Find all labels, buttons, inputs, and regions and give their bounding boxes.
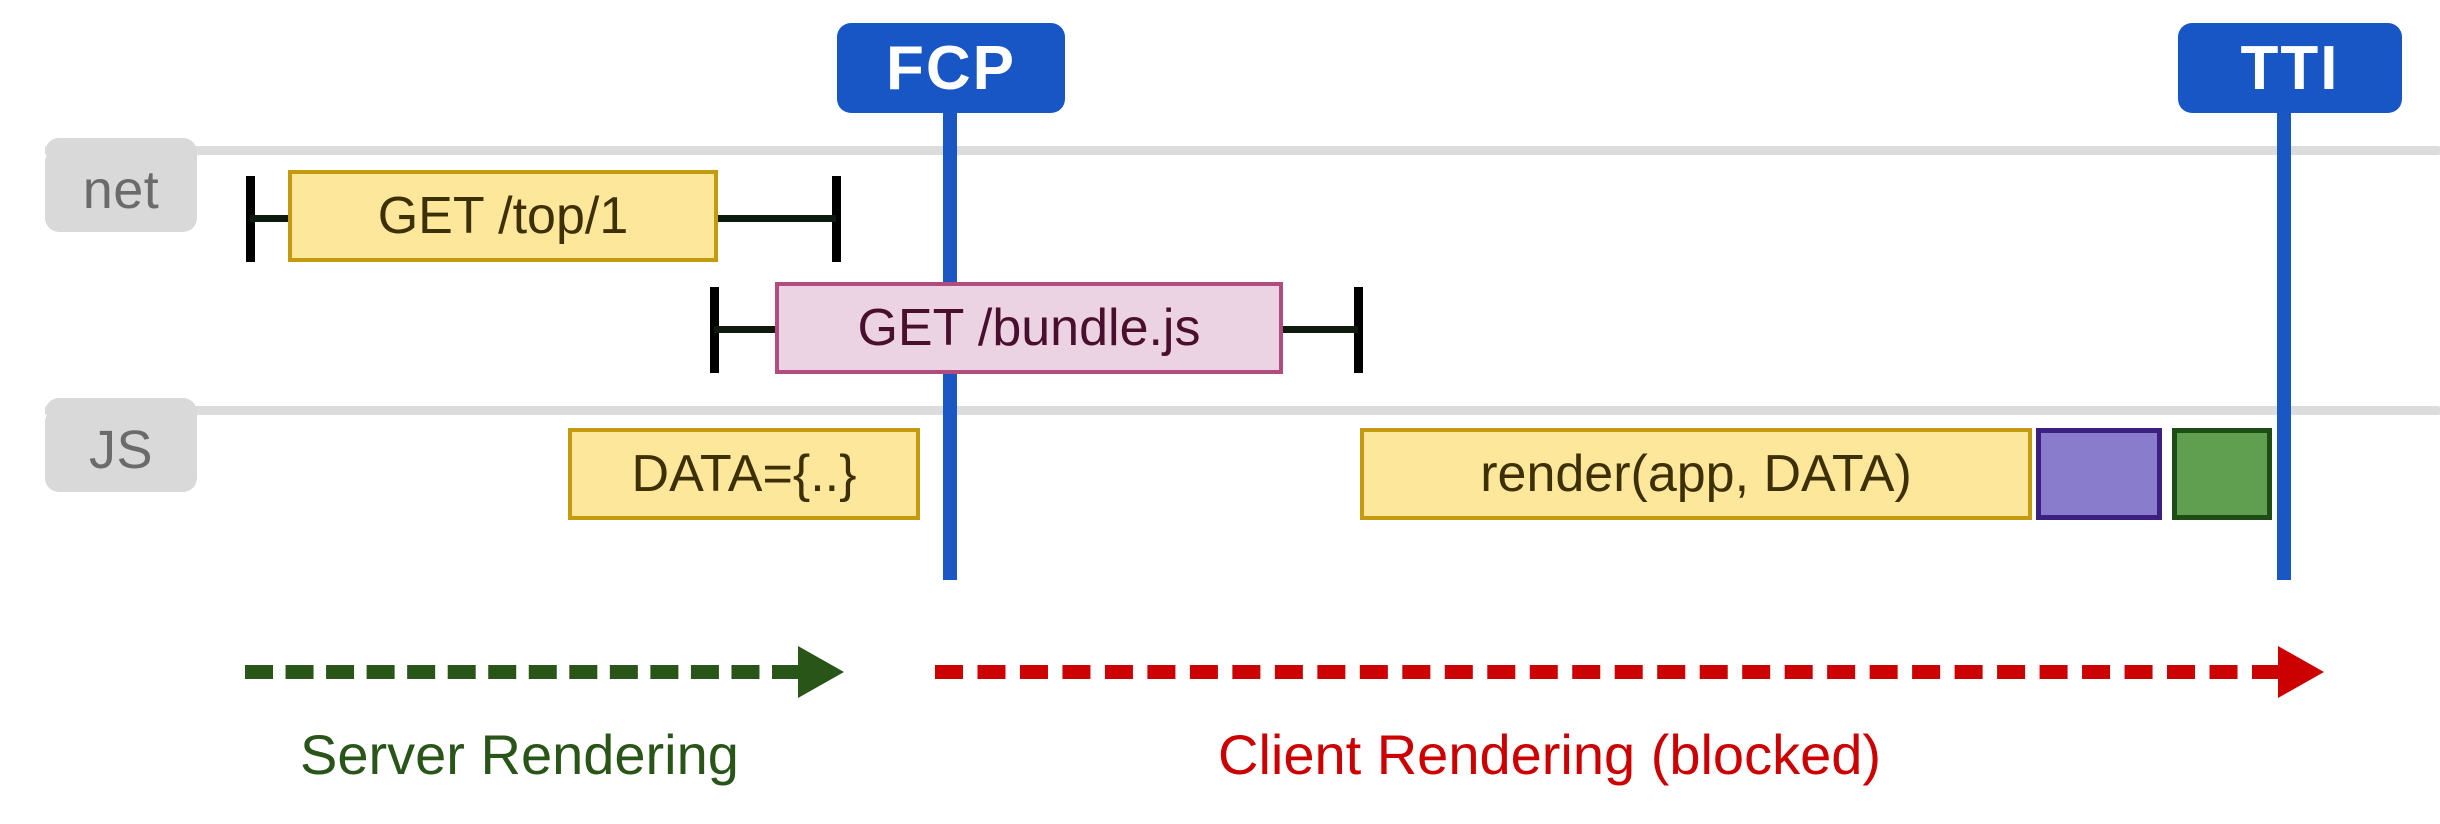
server-phase-arrowhead <box>798 646 844 698</box>
tti-marker-label: TTI <box>2240 33 2340 103</box>
get-top-start-stem <box>250 215 294 222</box>
server-phase-label: Server Rendering <box>300 723 739 786</box>
bar-get-top-label: GET /top/1 <box>377 187 629 245</box>
bar-data-label: DATA={..} <box>631 445 857 503</box>
net-lane-label: net <box>82 160 160 220</box>
get-top-end-cap <box>832 176 841 262</box>
bar-render-label: render(app, DATA) <box>1480 445 1912 503</box>
tti-marker-line <box>2277 100 2291 580</box>
server-phase-arrow <box>245 665 800 679</box>
get-bundle-end-stem <box>1276 326 1358 333</box>
bar-task-b[interactable] <box>2172 428 2272 520</box>
client-phase-label: Client Rendering (blocked) <box>1218 723 1882 786</box>
client-phase-arrowhead <box>2278 646 2324 698</box>
fcp-marker-label: FCP <box>886 33 1016 103</box>
js-lane-label: JS <box>88 420 154 480</box>
client-phase-arrow <box>935 665 2280 679</box>
bar-data[interactable]: DATA={..} <box>568 428 920 520</box>
get-bundle-end-cap <box>1354 287 1363 373</box>
net-lane-rail <box>45 146 2440 155</box>
bar-get-bundle-label: GET /bundle.js <box>857 299 1201 357</box>
get-top-end-stem <box>712 215 836 222</box>
bar-task-a[interactable] <box>2036 428 2162 520</box>
bar-get-top[interactable]: GET /top/1 <box>288 170 718 262</box>
bar-render[interactable]: render(app, DATA) <box>1360 428 2032 520</box>
bar-get-bundle[interactable]: GET /bundle.js <box>775 282 1283 374</box>
get-bundle-start-stem <box>714 326 780 333</box>
js-lane-rail <box>45 406 2440 415</box>
net-lane-chip-top <box>45 138 197 154</box>
tti-marker-badge[interactable]: TTI <box>2178 23 2402 113</box>
js-lane-chip-top <box>45 398 197 414</box>
fcp-marker-badge[interactable]: FCP <box>837 23 1065 113</box>
net-lane-chip: net <box>45 148 197 232</box>
js-lane-chip: JS <box>45 408 197 492</box>
